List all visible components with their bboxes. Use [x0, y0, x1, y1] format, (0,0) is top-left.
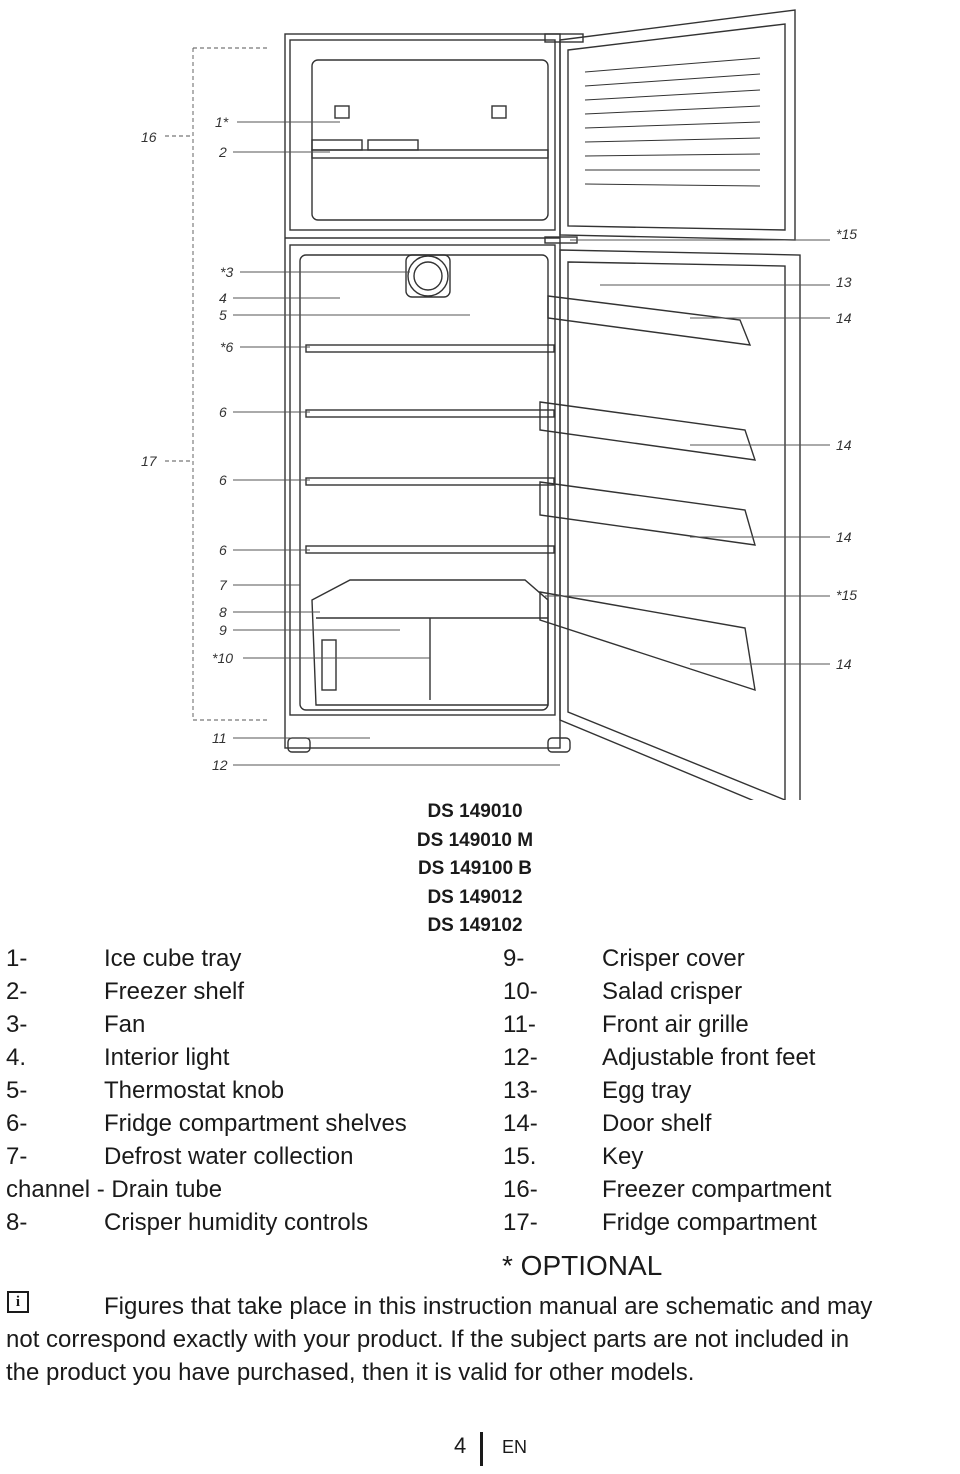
legend-label: Thermostat knob — [104, 1077, 285, 1104]
disclaimer-line: not correspond exactly with your product… — [6, 1326, 850, 1353]
model-number: DS 149010 — [427, 801, 523, 822]
language-code: EN — [502, 1437, 528, 1457]
callout-6-optional: *6 — [220, 339, 233, 355]
callout-12: 12 — [212, 757, 228, 773]
legend-row: channel - Drain tube 16- Freezer compart… — [6, 1173, 956, 1206]
legend-label: Fan — [104, 1011, 146, 1038]
model-number: DS 149010 M — [416, 829, 534, 851]
legend-label: Freezer shelf — [104, 978, 245, 1005]
callout-6: 6 — [219, 542, 227, 558]
optional-note: * OPTIONAL — [502, 1250, 663, 1281]
disclaimer-line: the product you have purchased, then it … — [6, 1359, 695, 1386]
legend-number: 13- — [503, 1077, 538, 1104]
callout-6: 6 — [219, 472, 227, 488]
legend-number: 5- — [6, 1077, 28, 1104]
legend-row: 7- Defrost water collection 15. Key — [6, 1140, 956, 1173]
legend-label: Interior light — [104, 1044, 230, 1071]
legend-number: 1- — [6, 945, 28, 972]
legend-label: Fridge compartment shelves — [104, 1110, 407, 1137]
legend-number: 9- — [503, 945, 525, 972]
callout-11: 11 — [212, 730, 227, 746]
callout-2: 2 — [218, 144, 227, 160]
legend-number: 14- — [503, 1110, 538, 1137]
callout-14: 14 — [836, 529, 852, 545]
legend-number: 3- — [6, 1011, 28, 1038]
legend-row: 8- Crisper humidity controls 17- Fridge … — [6, 1206, 956, 1239]
legend-row: 2- Freezer shelf 10- Salad crisper — [6, 975, 956, 1008]
legend-number: 7- — [6, 1143, 28, 1170]
legend-label: Adjustable front feet — [602, 1044, 816, 1071]
parts-legend: 1- Ice cube tray 9- Crisper cover 2- Fre… — [6, 942, 956, 1239]
info-icon: i — [7, 1291, 29, 1313]
legend-label: Key — [602, 1143, 644, 1170]
callout-8: 8 — [219, 604, 227, 620]
callout-1: 1* — [215, 114, 229, 130]
legend-row: 3- Fan 11- Front air grille — [6, 1008, 956, 1041]
legend-row: 5- Thermostat knob 13- Egg tray — [6, 1074, 956, 1107]
callout-15-optional: *15 — [836, 226, 857, 242]
legend-label: Ice cube tray — [104, 945, 242, 972]
callout-9: 9 — [219, 622, 227, 638]
legend-label: Door shelf — [602, 1110, 712, 1137]
callout-14: 14 — [836, 437, 852, 453]
legend-number: 10- — [503, 978, 538, 1005]
callout-16: 16 — [141, 129, 157, 145]
legend-row: 6- Fridge compartment shelves 14- Door s… — [6, 1107, 956, 1140]
legend-label-continuation: channel - Drain tube — [6, 1176, 223, 1203]
callout-10: *10 — [212, 650, 233, 666]
model-number: DS 149100 B — [417, 858, 533, 879]
disclaimer-line: Figures that take place in this instruct… — [104, 1293, 873, 1320]
callout-5: 5 — [219, 307, 227, 323]
refrigerator-diagram: 16 1* 2 *3 4 5 *6 6 17 6 6 7 8 9 *10 11 … — [141, 9, 857, 800]
model-list: DS 149010 DS 149010 M DS 149100 B DS 149… — [0, 798, 960, 941]
callout-3: *3 — [220, 264, 233, 280]
legend-label: Crisper cover — [602, 945, 745, 972]
legend-label: Defrost water collection — [104, 1143, 354, 1170]
schematic-disclaimer: Figures that take place in this instruct… — [6, 1290, 960, 1389]
legend-label: Fridge compartment — [602, 1209, 817, 1236]
callout-4: 4 — [219, 290, 227, 306]
legend-number: 6- — [6, 1110, 28, 1137]
legend-number: 15. — [503, 1143, 537, 1170]
legend-row: 4. Interior light 12- Adjustable front f… — [6, 1041, 956, 1074]
callout-13: 13 — [836, 274, 852, 290]
legend-label: Front air grille — [602, 1011, 749, 1038]
model-number: DS 149012 — [427, 886, 523, 908]
callout-6: 6 — [219, 404, 227, 420]
callout-17: 17 — [141, 453, 158, 469]
legend-number: 17- — [503, 1209, 538, 1236]
legend-number: 11- — [503, 1011, 536, 1038]
legend-label: Crisper humidity controls — [104, 1209, 369, 1236]
legend-number: 2- — [6, 978, 28, 1005]
legend-number: 8- — [6, 1209, 28, 1236]
legend-label: Freezer compartment — [602, 1176, 832, 1203]
callout-14: 14 — [836, 310, 852, 326]
legend-number: 12- — [503, 1044, 538, 1071]
legend-number: 16- — [503, 1176, 538, 1203]
model-number: DS 149102 — [427, 915, 523, 936]
legend-number: 4. — [6, 1044, 27, 1071]
legend-label: Egg tray — [602, 1077, 692, 1104]
legend-row: 1- Ice cube tray 9- Crisper cover — [6, 942, 956, 975]
callout-15-optional: *15 — [836, 587, 857, 603]
callout-14: 14 — [836, 656, 852, 672]
callout-7: 7 — [219, 577, 228, 593]
footer-divider — [480, 1432, 483, 1466]
legend-label: Salad crisper — [602, 978, 743, 1005]
page-number: 4 — [454, 1433, 467, 1458]
